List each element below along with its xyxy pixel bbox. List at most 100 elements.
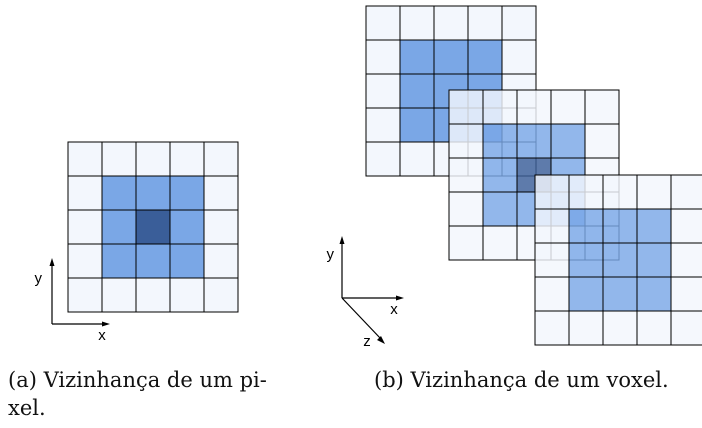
pixel-caption: (a) Vizinhança de um pi- xel. <box>8 368 267 420</box>
voxel-y-label: y <box>327 246 335 263</box>
grid-cell <box>203 141 239 177</box>
grid-cell <box>67 141 103 177</box>
grid-cell <box>203 175 239 211</box>
neighbor-cell <box>550 123 586 159</box>
grid-cell <box>203 277 239 313</box>
grid-cell <box>135 277 171 313</box>
grid-cell <box>101 277 137 313</box>
neighbor-cell <box>101 243 137 279</box>
neighborhood-diagram: y x y x z <box>35 5 702 350</box>
grid-cell <box>365 39 401 75</box>
neighbor-cell <box>636 276 672 312</box>
neighbor-cell <box>602 208 638 244</box>
grid-cell <box>670 276 702 312</box>
grid-cell <box>568 174 604 210</box>
grid-cell <box>534 310 570 346</box>
pixel-neighborhood-grid <box>67 141 239 313</box>
neighbor-cell <box>433 39 469 75</box>
voxel-z-arrowhead <box>377 336 385 344</box>
grid-cell <box>482 225 518 261</box>
voxel-z-label: z <box>363 333 371 350</box>
grid-cell <box>670 310 702 346</box>
grid-cell <box>550 89 586 125</box>
neighbor-cell <box>101 175 137 211</box>
neighbor-cell <box>101 209 137 245</box>
neighbor-cell <box>568 242 604 278</box>
neighbor-cell <box>568 208 604 244</box>
grid-cell <box>482 89 518 125</box>
neighbor-cell <box>482 191 518 227</box>
grid-cell <box>365 107 401 143</box>
voxel-x-label: x <box>390 301 398 318</box>
grid-cell <box>448 123 484 159</box>
voxel-front-layer <box>534 174 702 346</box>
pixel-y-arrowhead <box>49 258 55 266</box>
neighbor-cell <box>636 208 672 244</box>
grid-cell <box>67 209 103 245</box>
grid-cell <box>670 208 702 244</box>
grid-cell <box>534 208 570 244</box>
grid-cell <box>448 157 484 193</box>
grid-cell <box>448 89 484 125</box>
grid-cell <box>534 276 570 312</box>
voxel-caption: (b) Vizinhança de um voxel. <box>374 368 669 392</box>
grid-cell <box>67 175 103 211</box>
grid-cell <box>602 174 638 210</box>
neighbor-cell <box>169 175 205 211</box>
voxel-x-arrowhead <box>396 295 404 301</box>
grid-cell <box>670 242 702 278</box>
grid-cell <box>365 5 401 41</box>
neighbor-cell <box>135 175 171 211</box>
grid-cell <box>568 310 604 346</box>
neighbor-cell <box>399 107 435 143</box>
grid-cell <box>169 277 205 313</box>
neighbor-cell <box>568 276 604 312</box>
grid-cell <box>365 141 401 177</box>
pixel-y-label: y <box>35 270 43 287</box>
grid-cell <box>636 310 672 346</box>
grid-cell <box>636 174 672 210</box>
grid-cell <box>670 174 702 210</box>
neighbor-cell <box>399 73 435 109</box>
voxel-y-arrowhead <box>339 236 345 244</box>
neighbor-cell <box>602 242 638 278</box>
grid-cell <box>135 141 171 177</box>
neighbor-cell <box>602 276 638 312</box>
grid-cell <box>169 141 205 177</box>
neighbor-cell <box>516 123 552 159</box>
grid-cell <box>67 277 103 313</box>
grid-cell <box>203 209 239 245</box>
grid-cell <box>399 141 435 177</box>
grid-cell <box>534 242 570 278</box>
pixel-axes: y x <box>35 258 110 344</box>
grid-cell <box>534 174 570 210</box>
grid-cell <box>501 5 537 41</box>
pixel-x-label: x <box>98 327 106 344</box>
center-cell <box>135 209 171 245</box>
grid-cell <box>501 39 537 75</box>
grid-cell <box>365 73 401 109</box>
grid-cell <box>67 243 103 279</box>
grid-cell <box>203 243 239 279</box>
voxel-axes: y x z <box>327 236 404 350</box>
neighbor-cell <box>169 209 205 245</box>
grid-cell <box>448 225 484 261</box>
neighbor-cell <box>169 243 205 279</box>
grid-cell <box>399 5 435 41</box>
neighbor-cell <box>399 39 435 75</box>
grid-cell <box>516 89 552 125</box>
voxel-z-axis <box>341 297 382 340</box>
grid-cell <box>584 89 620 125</box>
neighbor-cell <box>467 39 503 75</box>
grid-cell <box>433 5 469 41</box>
neighbor-cell <box>636 242 672 278</box>
neighbor-cell <box>482 123 518 159</box>
grid-cell <box>101 141 137 177</box>
pixel-x-arrowhead <box>102 321 110 327</box>
grid-cell <box>448 191 484 227</box>
neighbor-cell <box>482 157 518 193</box>
neighbor-cell <box>135 243 171 279</box>
grid-cell <box>584 123 620 159</box>
grid-cell <box>467 5 503 41</box>
grid-cell <box>602 310 638 346</box>
